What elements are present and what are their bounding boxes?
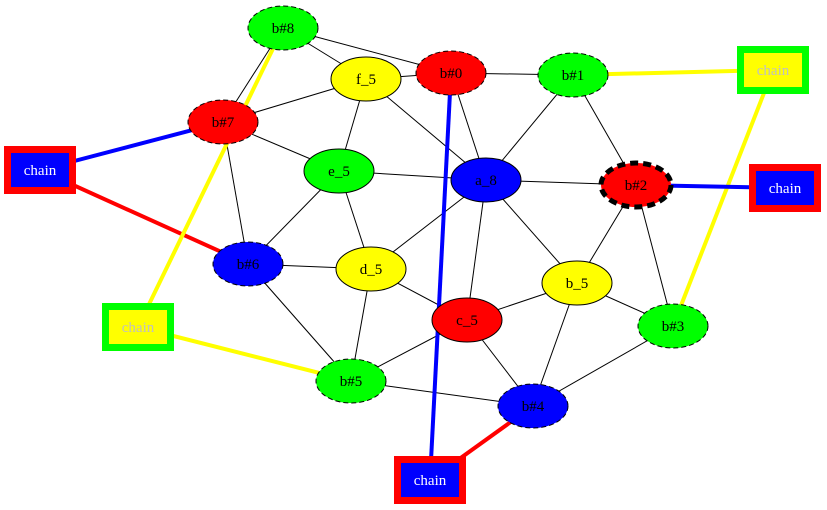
chain-mid-left-box[interactable]: chain [102, 303, 174, 351]
node-b8[interactable]: b#8 [247, 5, 319, 51]
node-ellipse [303, 148, 375, 194]
node-label: b#6 [237, 257, 260, 273]
node-label: b#7 [212, 115, 235, 131]
chain-right-box[interactable]: chain [749, 164, 821, 212]
node-b3[interactable]: b#3 [637, 303, 709, 349]
node-f5[interactable]: f_5 [330, 56, 402, 102]
node-b5[interactable]: b#5 [315, 358, 387, 404]
node-label: c_5 [456, 313, 478, 329]
chain-top-right-box[interactable]: chain [737, 46, 809, 94]
chain-links-layer [39, 27, 786, 482]
node-label: b#2 [625, 178, 648, 194]
chain-link-chain_bottom-b0 [428, 72, 453, 481]
node-label: b#0 [440, 66, 463, 82]
node-ellipse [537, 52, 609, 98]
chain-link-chain_mid_left-b8 [136, 27, 285, 328]
node-b6[interactable]: b#6 [212, 241, 284, 287]
node-ellipse [315, 358, 387, 404]
node-label: b#8 [272, 21, 295, 37]
chain-link-chain_top_right-b3 [671, 69, 775, 327]
node-label: b#5 [340, 374, 363, 390]
node-b4[interactable]: b#4 [497, 383, 569, 429]
chain-left-box[interactable]: chain [4, 146, 76, 194]
chain-inner-fill [11, 153, 69, 187]
node-label: b_5 [566, 276, 589, 292]
node-b1[interactable]: b#1 [537, 52, 609, 98]
node-ellipse [335, 246, 407, 292]
node-b2[interactable]: b#2 [598, 160, 674, 210]
node-b7[interactable]: b#7 [187, 99, 259, 145]
edge-a8-c5 [466, 179, 487, 321]
node-ellipse [450, 157, 522, 203]
node-ellipse [247, 5, 319, 51]
chain-label: chain [414, 473, 447, 489]
chains-layer: chain chain chain chain chain [4, 46, 821, 504]
node-d5[interactable]: d_5 [335, 246, 407, 292]
node-ellipse [212, 241, 284, 287]
node-ellipse [330, 56, 402, 102]
chain-label: chain [122, 320, 155, 336]
node-b0[interactable]: b#0 [415, 50, 487, 96]
node-label: e_5 [328, 164, 350, 180]
node-ellipse [431, 297, 503, 343]
chain-label: chain [24, 163, 57, 179]
node-label: b#4 [522, 399, 545, 415]
node-label: f_5 [356, 72, 376, 88]
chain-inner-fill [401, 463, 459, 497]
chain-label: chain [757, 63, 790, 79]
chain-inner-fill [109, 310, 167, 344]
node-ellipse [187, 99, 259, 145]
node-ellipse [497, 383, 569, 429]
node-label: a_8 [475, 173, 497, 189]
node-label: d_5 [360, 262, 383, 278]
node-a8[interactable]: a_8 [450, 157, 522, 203]
nodes-layer: b#8 b#0 f_5 b#1 b#7 e_5 a_8 b#2 b#6 d_5 b_5 c_5 b#3 b… [187, 5, 709, 429]
node-b5n[interactable]: b_5 [541, 260, 613, 306]
node-e5[interactable]: e_5 [303, 148, 375, 194]
node-ellipse [415, 50, 487, 96]
node-label: b#3 [662, 319, 685, 335]
chain-bottom-box[interactable]: chain [394, 456, 466, 504]
node-ellipse [541, 260, 613, 306]
node-label: b#1 [562, 68, 585, 84]
chain-inner-fill [744, 53, 802, 87]
node-ellipse [637, 303, 709, 349]
chain-inner-fill [756, 171, 814, 205]
node-c5[interactable]: c_5 [431, 297, 503, 343]
node-ellipse [598, 160, 674, 210]
chain-label: chain [769, 181, 802, 197]
